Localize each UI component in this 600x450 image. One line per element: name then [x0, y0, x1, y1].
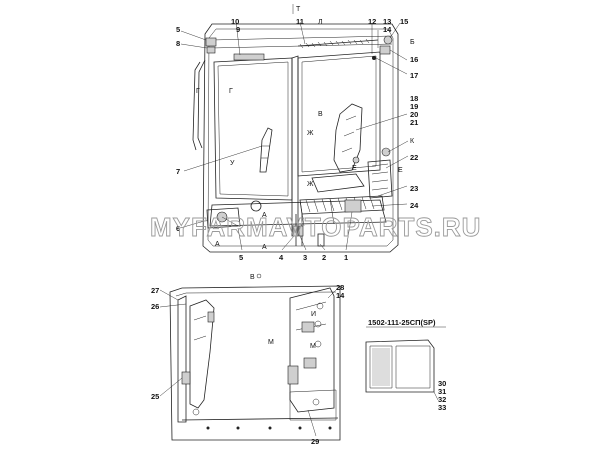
- side-console: [287, 287, 335, 413]
- label-18-21: 18 19 20 21: [410, 94, 418, 127]
- section-A1: А: [262, 212, 267, 219]
- label-13-14: 13 14: [383, 17, 392, 34]
- label-16: 16: [410, 55, 418, 64]
- label-10: 10: [231, 17, 239, 26]
- label-5-bottom: 5: [239, 253, 243, 262]
- label-6: 6: [176, 224, 180, 233]
- section-A3: А: [262, 244, 267, 251]
- label-27: 27: [151, 286, 159, 295]
- section-E2: Е: [398, 167, 403, 174]
- kit-box: 1502-111-25СП(SP) 30 31 32 33: [365, 318, 446, 412]
- label-1: 1: [344, 253, 348, 262]
- section-G1: Г: [196, 88, 200, 95]
- section-V: В: [318, 111, 323, 118]
- label-17: 17: [410, 71, 418, 80]
- svg-text:20: 20: [410, 110, 418, 119]
- svg-text:30: 30: [438, 379, 446, 388]
- section-A2: А: [215, 241, 220, 248]
- svg-text:33: 33: [438, 403, 446, 412]
- svg-text:31: 31: [438, 387, 446, 396]
- label-28-14: 28 14: [336, 283, 345, 300]
- label-29: 29: [311, 437, 319, 446]
- kit-labels: 30 31 32 33: [438, 379, 446, 412]
- label-25: 25: [151, 392, 159, 401]
- label-4: 4: [279, 253, 284, 262]
- label-11: 11: [296, 17, 304, 26]
- label-23: 23: [410, 184, 418, 193]
- section-M1: М: [268, 339, 274, 346]
- kit-code: 1502-111-25СП(SP): [368, 318, 436, 327]
- label-9: 9: [236, 25, 240, 34]
- svg-text:21: 21: [410, 118, 418, 127]
- section-Zh2: Ж: [307, 181, 314, 188]
- section-G2: Г: [229, 88, 233, 95]
- section-L: Л: [318, 19, 323, 26]
- operator-seat: [311, 103, 365, 193]
- section-Zh1: Ж: [307, 130, 314, 137]
- svg-text:13: 13: [383, 17, 391, 26]
- door-armrest: [181, 299, 215, 409]
- label-2: 2: [322, 253, 326, 262]
- svg-text:32: 32: [438, 395, 446, 404]
- roof-wire-bundle: [297, 38, 379, 49]
- watermark: MYFARMAVTOPARTS.RU: [150, 212, 481, 242]
- section-U: У: [230, 160, 235, 167]
- svg-text:28: 28: [336, 283, 344, 292]
- cab-top-view: 5 8 10 9 11 Л 12 13 14 15 Б 16 17 18 19 …: [176, 4, 419, 262]
- label-15: 15: [400, 17, 408, 26]
- label-22: 22: [410, 153, 418, 162]
- label-7: 7: [176, 167, 180, 176]
- cab-side-view: В: [151, 273, 345, 446]
- label-3: 3: [303, 253, 307, 262]
- label-12: 12: [368, 17, 376, 26]
- label-5-top: 5: [176, 25, 180, 34]
- svg-text:14: 14: [336, 291, 345, 300]
- floor-beam: [299, 195, 385, 215]
- label-24: 24: [410, 201, 419, 210]
- label-8: 8: [176, 39, 180, 48]
- section-I: И: [311, 311, 316, 318]
- svg-text:18: 18: [410, 94, 418, 103]
- section-T: Т: [296, 6, 301, 13]
- svg-text:19: 19: [410, 102, 418, 111]
- section-K: К: [410, 138, 415, 145]
- section-M2: М: [310, 343, 316, 350]
- view-label-V: В: [250, 274, 255, 281]
- section-B-letter: Б: [410, 39, 415, 46]
- label-26: 26: [151, 302, 159, 311]
- svg-text:14: 14: [383, 25, 392, 34]
- section-E1: Е: [352, 165, 357, 172]
